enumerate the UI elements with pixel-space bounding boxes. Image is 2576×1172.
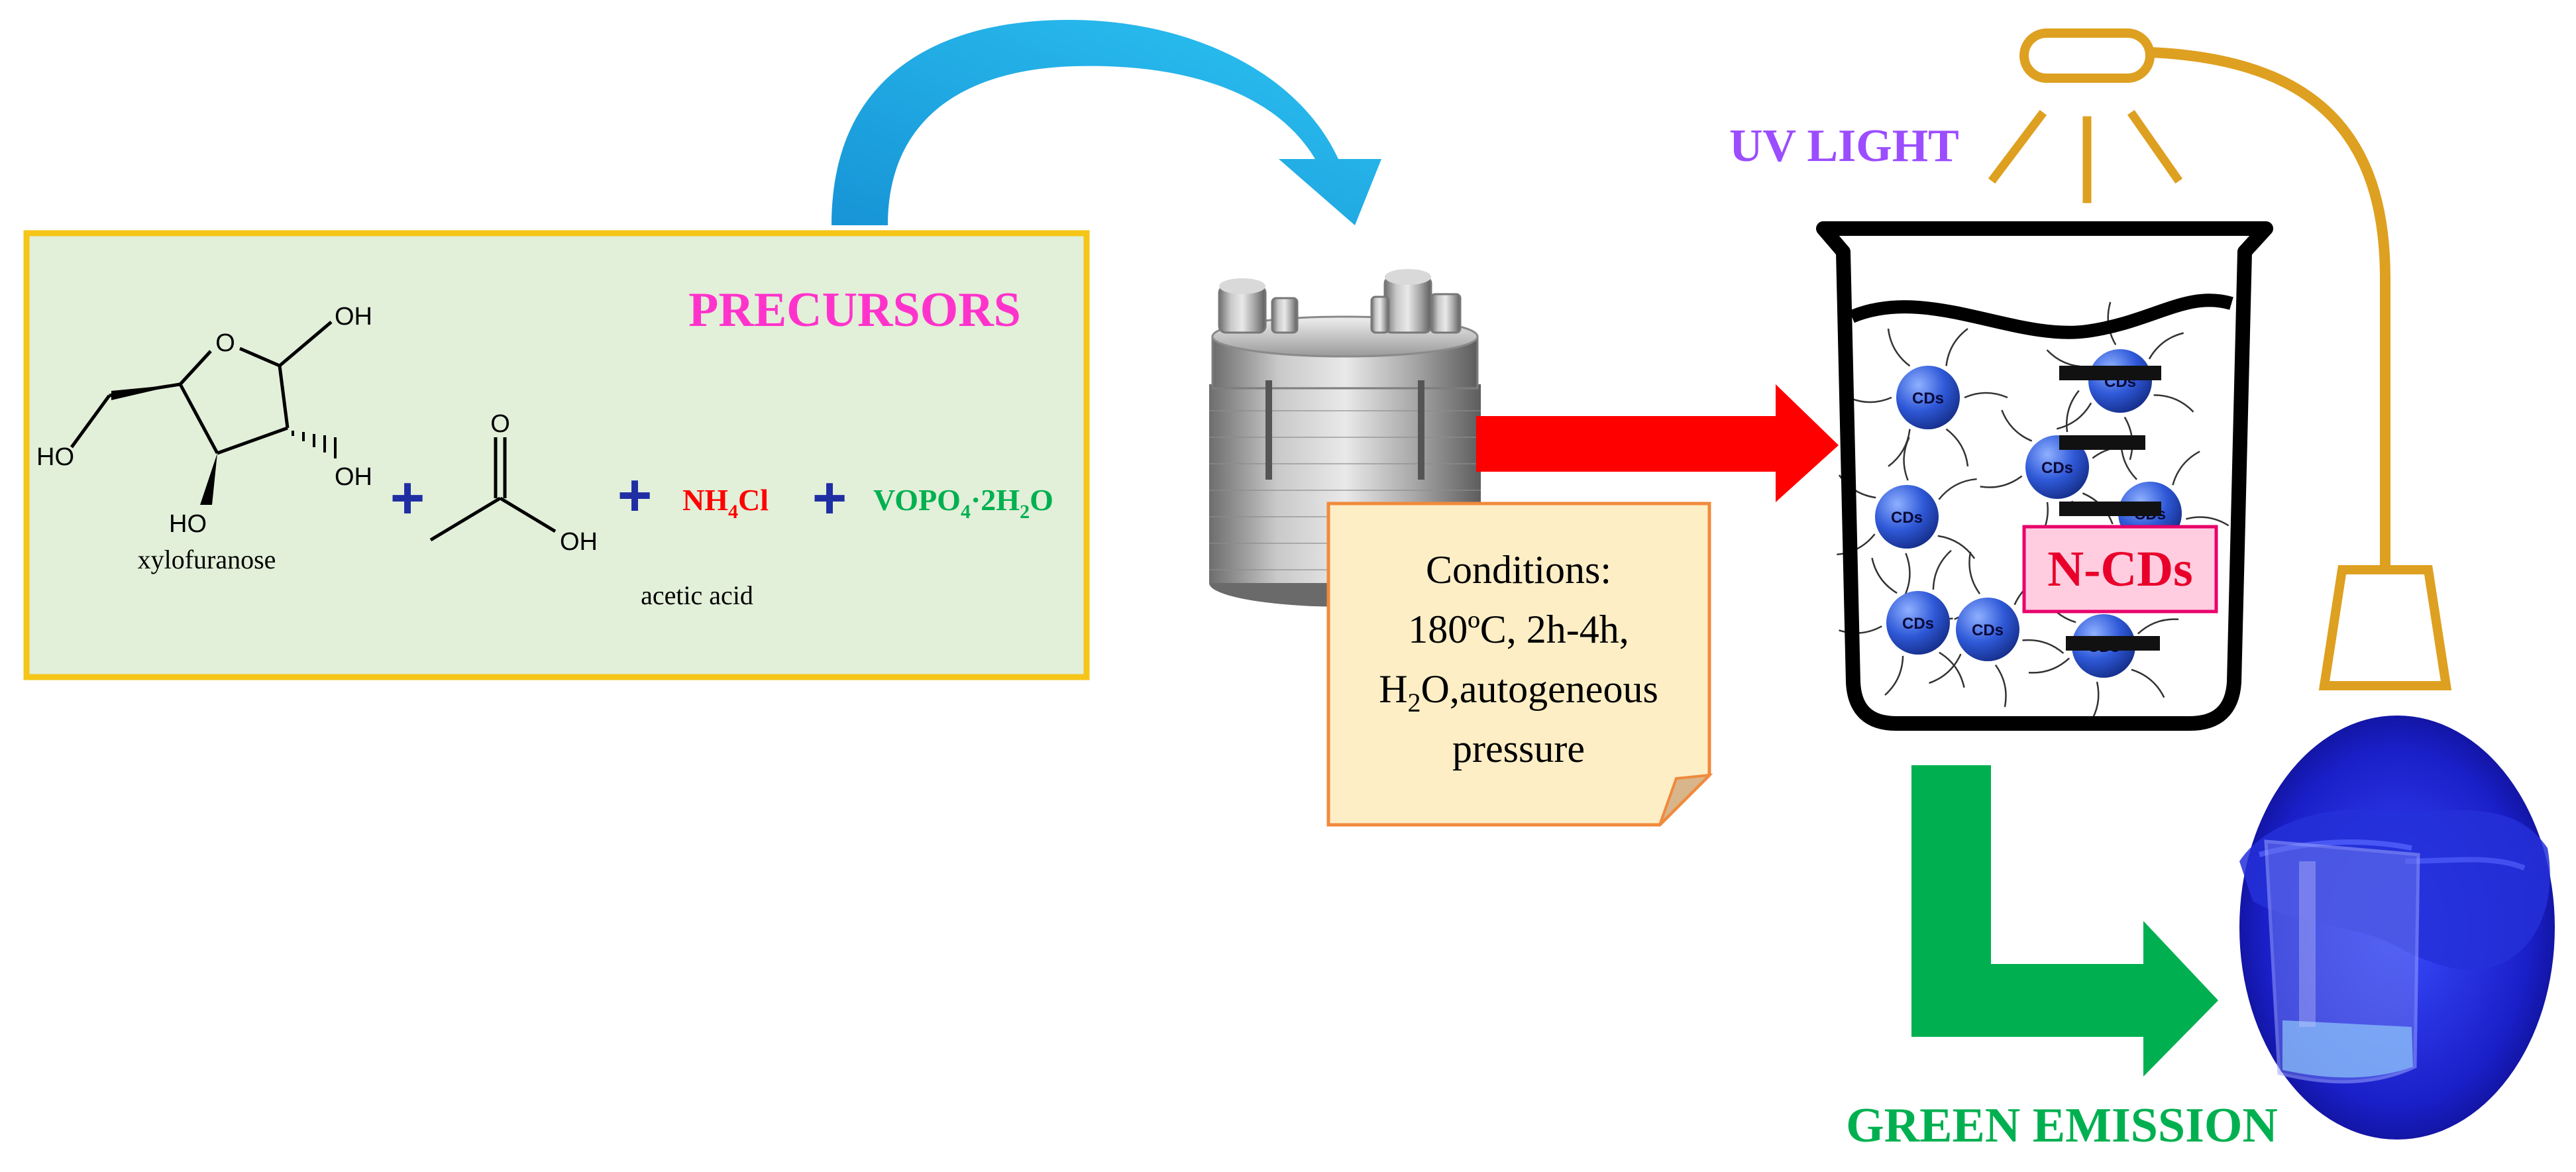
ligand-stroke xyxy=(1887,328,1911,367)
carbon-dot-label: CDs xyxy=(1891,509,1923,527)
ligand-stroke xyxy=(1837,533,1876,556)
ligand-stroke xyxy=(2153,394,2194,413)
ligand-stroke xyxy=(1904,553,1911,597)
ligand-stroke xyxy=(1968,551,1981,595)
ring-oxygen-label: O xyxy=(215,329,235,357)
precursors-title: PRECURSORS xyxy=(688,283,1021,337)
dark-bar-3 xyxy=(2059,502,2161,516)
ligand-stroke xyxy=(1903,437,1910,481)
ligand-stroke xyxy=(2001,409,2033,442)
precursors-box xyxy=(23,230,1090,680)
uv-lamp xyxy=(1988,28,2452,690)
ligand-stroke xyxy=(1888,429,1911,467)
carbon-dot xyxy=(1956,598,2019,661)
acetic-oh-label: OH xyxy=(560,528,598,556)
ligand-stroke xyxy=(1964,392,2008,399)
conditions-line-4: pressure xyxy=(1452,727,1585,771)
beaker-wall xyxy=(1816,221,2273,731)
ligand-stroke xyxy=(1938,478,1977,500)
ligand-stroke xyxy=(1945,328,1968,366)
conditions-note-fold xyxy=(1658,773,1713,826)
dark-bar-4 xyxy=(2066,636,2160,651)
lamp-cable xyxy=(2126,46,2390,576)
ligand-stroke xyxy=(2172,451,2200,486)
carbon-dot-label: CDs xyxy=(2041,459,2073,477)
plus-sign-1: + xyxy=(390,465,425,531)
curved-arrow-body xyxy=(832,19,1381,225)
ligand-stroke xyxy=(1945,428,1969,467)
curved-arrow xyxy=(832,19,1381,225)
ho-label-bottom: HO xyxy=(169,510,207,538)
autoclave-reactor xyxy=(1209,269,1481,607)
plus-sign-2: + xyxy=(617,462,653,529)
red-arrow xyxy=(1476,384,1839,502)
nh4cl-label: NH4Cl xyxy=(682,483,769,523)
conditions-line-1: Conditions: xyxy=(1426,548,1611,592)
conditions-line-2: 180ºC, 2h-4h, xyxy=(1408,608,1629,651)
lamp-rays xyxy=(1988,109,2183,203)
ho-label-left: HO xyxy=(36,443,74,471)
ligand-stroke xyxy=(1839,625,1882,634)
dark-bar-1 xyxy=(2059,366,2161,380)
lamp-shade xyxy=(2318,565,2452,690)
dark-bar-2 xyxy=(2059,435,2145,450)
ligand-stroke xyxy=(2022,639,2065,655)
ligand-stroke xyxy=(2131,668,2165,698)
emission-photo xyxy=(2239,716,2555,1140)
carbon-dot xyxy=(1896,366,1960,429)
oh-label-top: OH xyxy=(335,303,372,331)
carbon-dot xyxy=(1875,485,1939,549)
green-emission-label: GREEN EMISSION xyxy=(1846,1098,2278,1153)
uv-light-label: UV LIGHT xyxy=(1729,121,1959,172)
xylofuranose-label: xylofuranose xyxy=(138,545,276,574)
n-cds-label-box xyxy=(2022,525,2218,613)
conditions-line-3: H2O,autogeneous xyxy=(1379,667,1658,718)
hashed-bond xyxy=(292,431,337,458)
ligand-stroke xyxy=(2066,390,2080,433)
precursors-panel: PRECURSORS O OH OH HO HO xylofuranose + xyxy=(23,230,1090,680)
carbon-dot xyxy=(2025,435,2089,499)
oh-label-right: OH xyxy=(335,463,372,491)
ligand-stroke xyxy=(2028,657,2070,674)
ligand-stroke xyxy=(1884,655,1904,696)
ligand-stroke xyxy=(2137,618,2179,635)
green-arrow xyxy=(1911,765,2218,1077)
ligand-stroke xyxy=(1932,549,1952,590)
vopo4-label: VOPO4·2H2O xyxy=(873,483,1053,523)
carbon-dot-label: CDs xyxy=(1912,390,1944,407)
carbon-dot-label: CDs xyxy=(1902,615,1934,633)
ligand-stroke xyxy=(2148,332,2184,360)
conditions-note: Conditions: 180ºC, 2h-4h, H2O,autogeneou… xyxy=(1326,502,1713,827)
carbonyl-oxygen-label: O xyxy=(490,410,510,438)
ligand-stroke xyxy=(1994,664,2007,708)
ligand-stroke xyxy=(1939,651,1965,688)
acetic-acid-label: acetic acid xyxy=(641,580,753,610)
beaker-surface-line xyxy=(1849,293,2233,339)
ligand-stroke xyxy=(1871,557,1898,594)
lamp-head xyxy=(2019,28,2155,83)
ligand-stroke xyxy=(1937,535,1976,559)
wedge-bond-left xyxy=(111,384,180,400)
carbon-dot-label: CDs xyxy=(1972,621,2004,639)
autoclave-bolts xyxy=(1218,269,1462,334)
carbon-dot xyxy=(2088,349,2152,413)
wedge-bond-bottom xyxy=(200,453,217,505)
ligand-stroke xyxy=(2056,402,2092,430)
acetic-acid-structure xyxy=(429,437,557,542)
n-cds-label: N-CDs xyxy=(2047,541,2193,597)
plus-sign-3: + xyxy=(812,465,847,531)
carbon-dot xyxy=(1886,591,1950,655)
ligand-stroke xyxy=(1929,653,1962,684)
beaker: CDsCDsCDsCDsCDsCDsCDsCDs N-CDs xyxy=(1816,221,2273,731)
ligand-stroke xyxy=(1980,475,2023,488)
ligand-stroke xyxy=(2186,516,2229,527)
